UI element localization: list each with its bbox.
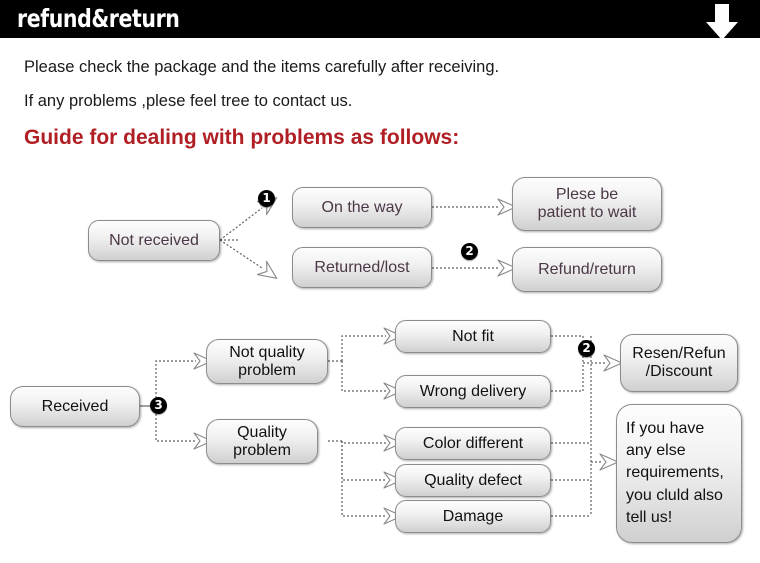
guide-heading: Guide for dealing with problems as follo…: [24, 126, 460, 149]
node-plese-be-patient[interactable]: Plese be patient to wait: [512, 177, 662, 231]
step-marker-2-top: 2: [461, 243, 478, 260]
node-color-different[interactable]: Color different: [395, 427, 551, 460]
page-title: refund&return: [17, 4, 180, 33]
node-not-received[interactable]: Not received: [88, 220, 220, 261]
step-marker-3: 3: [150, 397, 167, 414]
node-other-requirements[interactable]: If you have any else requirements, you c…: [616, 404, 742, 543]
step-marker-1: 1: [258, 190, 275, 207]
node-returned-lost[interactable]: Returned/lost: [292, 247, 432, 288]
node-not-fit[interactable]: Not fit: [395, 320, 551, 353]
step-marker-2-bottom: 2: [578, 340, 595, 357]
node-resend-refund-discount[interactable]: Resen/Refun /Discount: [620, 334, 738, 392]
intro-text-line-2: If any problems ,plese feel tree to cont…: [24, 92, 353, 110]
node-damage[interactable]: Damage: [395, 500, 551, 533]
arrow-down-icon: [706, 4, 738, 40]
node-refund-return[interactable]: Refund/return: [512, 247, 662, 292]
node-quality-defect[interactable]: Quality defect: [395, 464, 551, 497]
node-received[interactable]: Received: [10, 386, 140, 427]
header-bar: refund&return: [0, 0, 760, 40]
intro-text-line-1: Please check the package and the items c…: [24, 58, 500, 76]
node-quality-problem[interactable]: Quality problem: [206, 419, 318, 464]
node-wrong-delivery[interactable]: Wrong delivery: [395, 375, 551, 408]
node-not-quality-problem[interactable]: Not quality problem: [206, 339, 328, 384]
node-on-the-way[interactable]: On the way: [292, 187, 432, 228]
